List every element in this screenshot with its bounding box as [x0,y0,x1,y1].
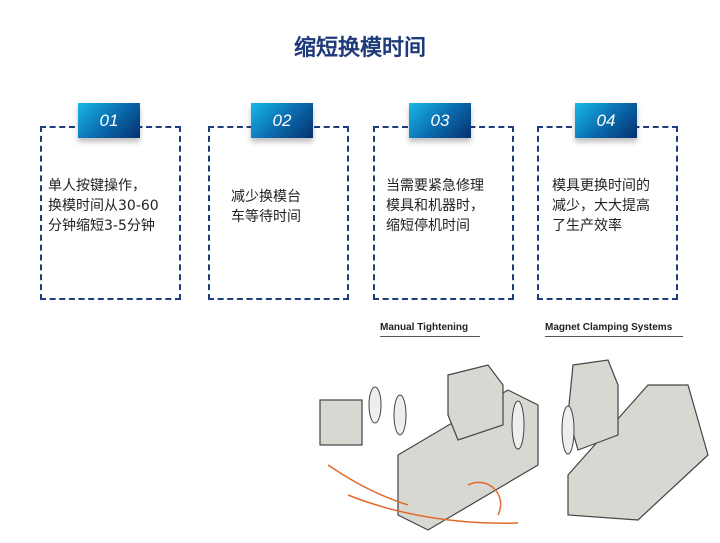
card-number-badge: 03 [409,103,471,138]
page-title: 缩短换模时间 [293,36,426,61]
injection-machine-illustration [319,359,709,531]
card-number-badge: 04 [575,103,637,138]
card-text: 单人按键操作， 换模时间从30-60 分钟缩短3-5分钟 [48,178,159,234]
card-text: 减少换模台 车等待时间 [231,189,301,225]
card-number-badge: 01 [78,103,140,138]
magnet-clamping-label: Magnet Clamping Systems [545,322,683,337]
card-number-badge: 02 [251,103,313,138]
card-text: 当需要紧急修理 模具和机器时， 缩短停机时间 [386,178,484,234]
manual-tightening-label: Manual Tightening [380,322,480,337]
card-text: 模具更换时间的 减少，大大提高 了生产效率 [552,178,650,234]
